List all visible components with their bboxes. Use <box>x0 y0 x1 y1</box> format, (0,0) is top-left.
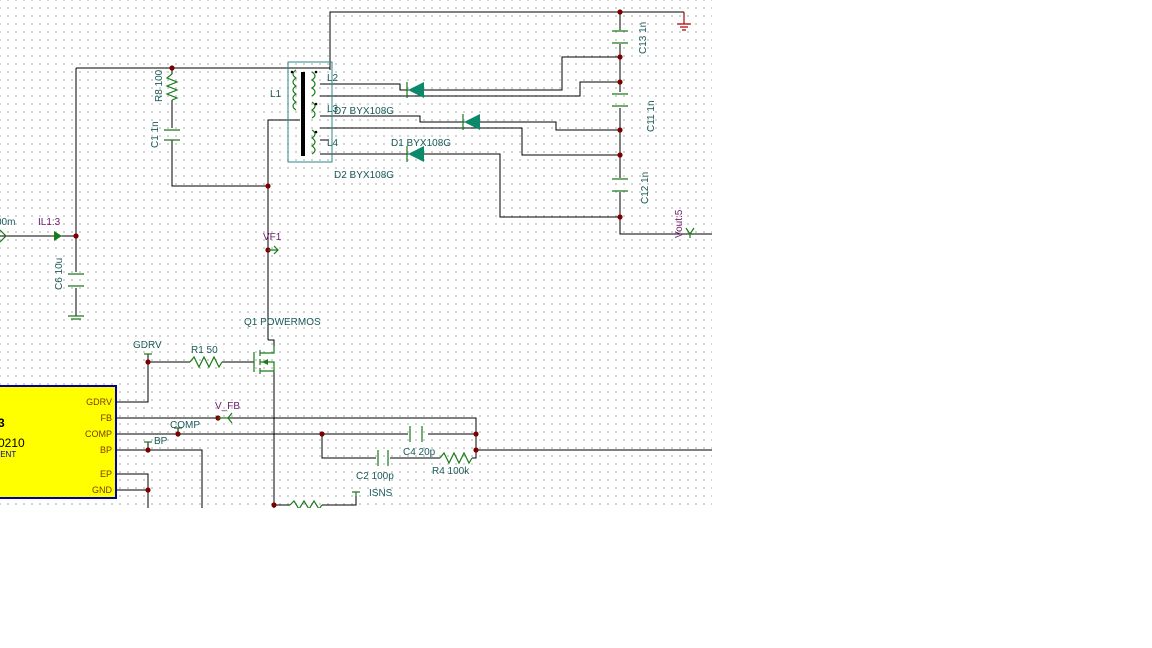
label-isns: ISNS <box>369 488 393 499</box>
label-gdrv-net: GDRV <box>133 340 162 351</box>
diode-d1[interactable] <box>462 114 480 130</box>
diode-d7[interactable] <box>406 82 424 98</box>
voltage-probe-vout <box>685 227 695 238</box>
transformer-l1[interactable] <box>287 61 333 163</box>
capacitor-c4[interactable] <box>409 426 423 442</box>
resistor-r4[interactable] <box>439 451 473 465</box>
capacitor-c2[interactable] <box>377 450 389 466</box>
label-c13: C13 1n <box>638 22 649 54</box>
label-r4: R4 100k <box>432 466 470 477</box>
label-d2: D2 BYX108G <box>334 170 394 181</box>
label-c1: C1 1n <box>150 121 161 148</box>
net-flag-isns <box>352 491 360 496</box>
label-comp-net: COMP <box>170 420 200 431</box>
label-c6: C6 10u <box>54 258 65 290</box>
ic-mark: 3 <box>0 416 5 430</box>
label-v-fb: V_FB <box>215 401 240 412</box>
current-probe-il1 <box>0 229 62 243</box>
resistor-r8[interactable] <box>165 73 179 101</box>
controller-ic[interactable]: 3 0210 IENT GDRV FB COMP BP EP GND <box>0 385 117 499</box>
wires <box>0 11 712 508</box>
voltage-probe-vfb <box>218 412 233 424</box>
label-l1: L1 <box>270 89 282 100</box>
schematic-svg: 3 0210 IENT GDRV FB COMP BP EP GND 00m I… <box>0 9 712 508</box>
label-l3: L3 <box>327 104 339 115</box>
label-bp-net: BP <box>154 436 168 447</box>
ic-subtitle: IENT <box>0 450 16 459</box>
label-vf1: VF1 <box>263 232 282 243</box>
label-il1: IL1:3 <box>38 217 61 228</box>
voltage-probe-vf1 <box>268 245 279 255</box>
capacitor-c12[interactable] <box>612 178 628 192</box>
label-r1: R1 50 <box>191 345 218 356</box>
capacitor-c1[interactable] <box>164 129 180 141</box>
ic-pin-bp: BP <box>100 445 112 455</box>
nodes <box>73 9 623 508</box>
label-q1: Q1 POWERMOS <box>244 317 321 328</box>
ground-symbol-top <box>677 12 691 31</box>
ground-symbol-c6 <box>68 315 84 320</box>
ic-part-number: 0210 <box>0 436 25 450</box>
ic-pin-gnd: GND <box>92 485 113 495</box>
capacitor-c6[interactable] <box>68 273 84 287</box>
label-d1: D1 BYX108G <box>391 138 451 149</box>
ic-pin-comp: COMP <box>85 429 112 439</box>
schematic-canvas[interactable]: 3 0210 IENT GDRV FB COMP BP EP GND 00m I… <box>0 0 712 508</box>
label-input-partial: 00m <box>0 217 15 228</box>
component-labels: 00m IL1:3 C6 10u R8 100 C1 1n L1 L2 L3 L… <box>0 22 685 499</box>
capacitor-c13[interactable] <box>612 30 628 44</box>
label-c12: C12 1n <box>640 172 651 204</box>
label-c2: C2 100p <box>356 471 394 482</box>
mosfet-q1[interactable] <box>253 346 275 374</box>
diode-d2[interactable] <box>406 146 424 162</box>
label-l2: L2 <box>327 73 339 84</box>
label-c11: C11 1n <box>646 100 657 132</box>
label-r8: R8 100 <box>154 69 165 102</box>
ic-pin-fb: FB <box>100 413 112 423</box>
ic-pin-ep: EP <box>100 469 112 479</box>
label-d7: D7 BYX108G <box>334 106 394 117</box>
ic-pin-gdrv: GDRV <box>86 397 112 407</box>
resistor-isns[interactable] <box>289 499 323 508</box>
label-l4: L4 <box>327 138 339 149</box>
resistor-r1[interactable] <box>189 355 223 369</box>
capacitor-c11[interactable] <box>612 93 628 107</box>
label-c4: C4 20p <box>403 447 436 458</box>
label-vout: Vout:5 <box>674 209 685 238</box>
